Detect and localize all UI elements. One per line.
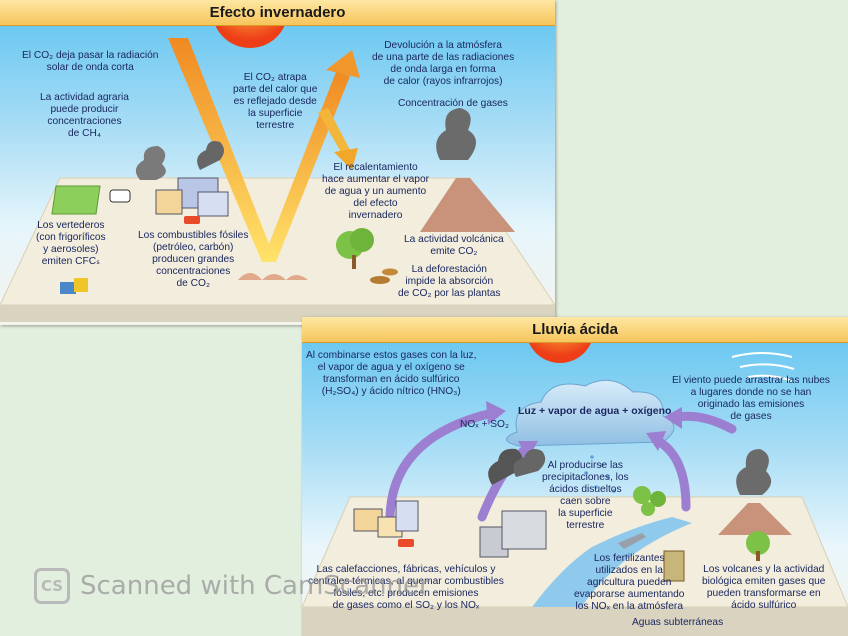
factory-smoke [513, 449, 546, 477]
emission-arrow-right [653, 436, 691, 512]
greenhouse-panel: Efecto invernadero [0, 0, 555, 325]
watermark-text: Scanned with CamScanner [80, 571, 430, 601]
tree-icon [650, 491, 666, 507]
acid-rain-panel: Lluvia ácida [302, 317, 848, 636]
cloud-icon [506, 379, 675, 447]
airplane-icon [618, 533, 646, 549]
label-concentracion: Concentración de gases [398, 98, 508, 109]
wind-arrow-head [664, 407, 682, 429]
factory-building [155, 189, 183, 215]
label-combustibles: Los combustibles fósiles(petróleo, carbó… [138, 230, 249, 289]
crop-field [663, 550, 685, 582]
volcano-icon [718, 503, 792, 535]
acid-rain-title: Lluvia ácida [302, 317, 848, 343]
tree-icon [633, 486, 651, 504]
log-icon [370, 276, 390, 284]
log-icon [382, 268, 398, 276]
label-nube: Luz + vapor de agua + oxígeno [518, 405, 672, 417]
river [532, 517, 692, 607]
volcano-smoke [436, 108, 476, 160]
outgoing-arrow-head [326, 50, 360, 78]
camscanner-watermark: CS Scanned with CamScanner [34, 566, 430, 606]
ground-dunes [238, 273, 308, 280]
emission-arrow-right-head [646, 431, 666, 451]
emission-arrow-mid-head [518, 441, 538, 459]
cow-icon [109, 189, 131, 203]
wind-arrow [673, 411, 737, 434]
factory-building [501, 510, 547, 550]
methane-smoke [135, 146, 166, 180]
volcano-icon [420, 178, 515, 232]
acid-rain-illustration [302, 317, 848, 636]
tree-icon [641, 502, 655, 516]
label-calefacciones: Las calefacciones, fábricas, vehículos y… [308, 564, 504, 611]
ground-edge [302, 607, 848, 636]
emission-arrow-left [385, 408, 497, 522]
trapped-arrow [318, 108, 350, 154]
emission-arrow-left-head [486, 401, 506, 425]
house-building [395, 500, 419, 532]
tree-trunk [352, 255, 356, 269]
greenhouse-title: Efecto invernadero [0, 0, 555, 26]
trash-icon [60, 282, 76, 294]
factory-building [197, 191, 229, 217]
factory-smoke [197, 141, 224, 170]
label-aguas: Aguas subterráneas [632, 617, 724, 628]
camscanner-logo-icon: CS [34, 568, 70, 604]
crop-field [51, 185, 101, 215]
trapped-arrow-head [334, 148, 358, 170]
volcano-smoke [736, 449, 772, 495]
car-icon [398, 539, 414, 547]
rain-drops [584, 455, 616, 493]
label-gases: NOₓ + SO₂ [460, 419, 509, 430]
tree-icon [746, 531, 770, 555]
factory-smoke [488, 448, 523, 485]
label-combinarse: Al combinarse estos gases con la luz,el … [306, 350, 477, 397]
car-icon [184, 216, 200, 224]
trash-icon [74, 278, 88, 292]
tree-icon [350, 228, 374, 252]
wind-icon [731, 352, 795, 382]
greenhouse-illustration [0, 0, 555, 322]
tree-trunk [756, 551, 760, 561]
